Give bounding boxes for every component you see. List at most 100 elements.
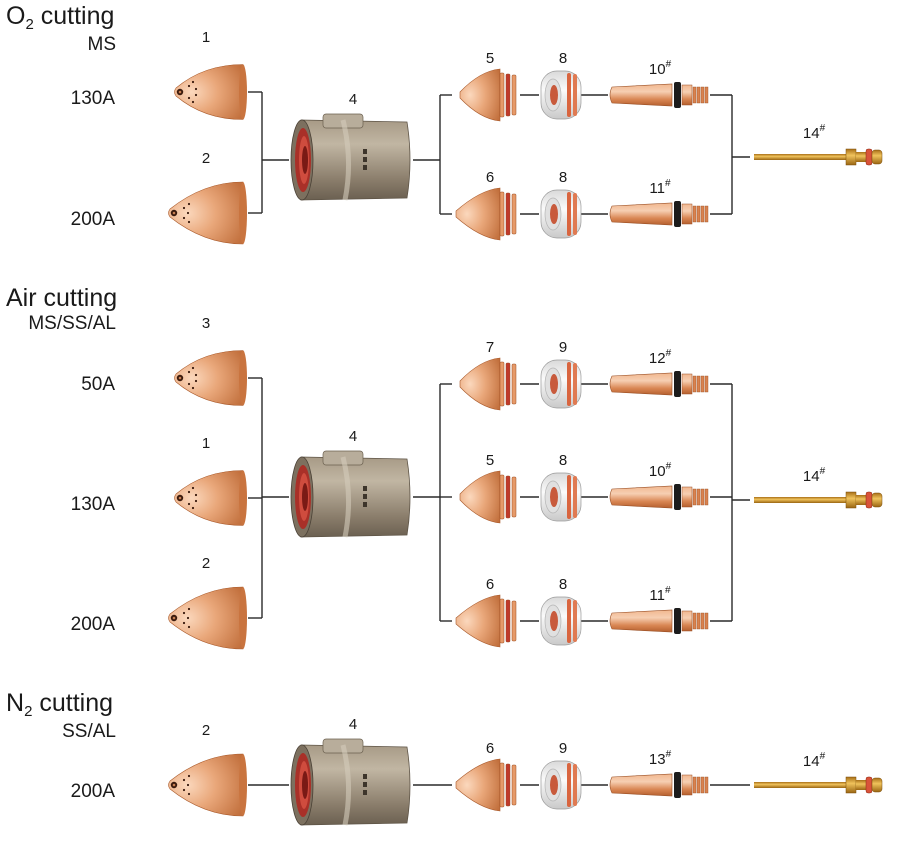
shield-number-number: 2 (202, 150, 210, 167)
electrode-number-number: 12 (649, 350, 666, 367)
nozzle-number-number: 5 (486, 50, 494, 67)
section-title-rest: cutting (32, 689, 113, 717)
retaining-cap-number: 4 (349, 716, 357, 733)
nozzle-number: 6 (486, 576, 494, 593)
swirl-ring-number-number: 8 (559, 50, 567, 67)
swirl-ring-number-number: 8 (559, 576, 567, 593)
retaining-cap-icon (290, 450, 411, 538)
electrode-number: 13# (649, 749, 672, 768)
retaining-cap-number: 4 (349, 91, 357, 108)
electrode-number: 12# (649, 348, 672, 367)
amperage-label: 50A (81, 374, 115, 395)
swirl-ring-number: 9 (559, 339, 567, 356)
section-title-main: Air cutting (6, 284, 117, 312)
electrode-number: 10# (649, 461, 672, 480)
shield-number-number: 1 (202, 435, 210, 452)
retaining-cap-number-number: 4 (349, 428, 357, 445)
section-material: MS (88, 34, 117, 55)
nozzle-number: 5 (486, 452, 494, 469)
swirl-ring-icon (540, 70, 582, 120)
section-title-sub: 2 (25, 16, 33, 33)
electrode-number-mark: # (666, 348, 672, 359)
shield-number: 3 (202, 315, 210, 332)
section-title: N2 cutting (6, 689, 113, 720)
retaining-cap-icon (290, 113, 411, 201)
section-material: SS/AL (62, 721, 116, 742)
water-tube-number-mark: # (820, 466, 826, 477)
swirl-ring-icon (540, 596, 582, 646)
shield-number-number: 2 (202, 722, 210, 739)
swirl-ring-number-number: 8 (559, 452, 567, 469)
electrode-number-number: 11 (649, 587, 665, 604)
shield-number: 2 (202, 722, 210, 739)
electrode-number-mark: # (666, 461, 672, 472)
water-tube-number-mark: # (820, 751, 826, 762)
nozzle-number-number: 6 (486, 740, 494, 757)
nozzle-icon (455, 758, 517, 812)
nozzle-number: 6 (486, 740, 494, 757)
swirl-ring-icon (540, 472, 582, 522)
water-tube-icon (754, 148, 883, 166)
amperage-label: 200A (71, 209, 116, 230)
swirl-ring-number: 8 (559, 50, 567, 67)
water-tube-number-number: 14 (803, 125, 820, 142)
nozzle-number-number: 6 (486, 576, 494, 593)
nozzle-icon (459, 68, 517, 122)
shield-icon (174, 350, 247, 406)
section-title: Air cutting (6, 284, 117, 312)
retaining-cap-number-number: 4 (349, 716, 357, 733)
section-title-main: O (6, 2, 25, 30)
swirl-ring-icon (540, 760, 582, 810)
retaining-cap-icon (290, 738, 411, 826)
electrode-number-number: 13 (649, 751, 666, 768)
electrode-icon (609, 772, 709, 798)
shield-number: 1 (202, 29, 210, 46)
swirl-ring-number: 8 (559, 452, 567, 469)
electrode-number-mark: # (665, 585, 671, 596)
amperage-label: 130A (71, 494, 116, 515)
water-tube-number-mark: # (820, 123, 826, 134)
swirl-ring-number-number: 9 (559, 339, 567, 356)
retaining-cap-number-number: 4 (349, 91, 357, 108)
electrode-number-number: 11 (649, 180, 665, 197)
section-title: O2 cutting (6, 2, 114, 33)
nozzle-number-number: 5 (486, 452, 494, 469)
shield-icon (174, 64, 247, 120)
water-tube-number: 14# (803, 466, 826, 485)
shield-icon (168, 586, 247, 650)
water-tube-icon (754, 491, 883, 509)
amperage-label: 200A (71, 781, 116, 802)
shield-icon (174, 470, 247, 526)
amperage-label: 200A (71, 614, 116, 635)
swirl-ring-number-number: 9 (559, 740, 567, 757)
nozzle-icon (459, 357, 517, 411)
shield-number: 2 (202, 150, 210, 167)
nozzle-icon (459, 470, 517, 524)
electrode-number-mark: # (666, 749, 672, 760)
swirl-ring-icon (540, 189, 582, 239)
electrode-number-number: 10 (649, 61, 666, 78)
swirl-ring-icon (540, 359, 582, 409)
shield-icon (168, 753, 247, 817)
shield-number: 1 (202, 435, 210, 452)
nozzle-number: 6 (486, 169, 494, 186)
swirl-ring-number: 8 (559, 576, 567, 593)
shield-number-number: 3 (202, 315, 210, 332)
water-tube-number-number: 14 (803, 468, 820, 485)
electrode-number: 10# (649, 59, 672, 78)
section-title-rest: cutting (34, 2, 115, 30)
electrode-icon (609, 82, 709, 108)
nozzle-number-number: 6 (486, 169, 494, 186)
shield-number-number: 2 (202, 555, 210, 572)
electrode-icon (609, 201, 709, 227)
water-tube-number: 14# (803, 123, 826, 142)
section-material: MS/SS/AL (28, 313, 116, 334)
water-tube-number: 14# (803, 751, 826, 770)
electrode-number-number: 10 (649, 463, 666, 480)
electrode-icon (609, 608, 709, 634)
nozzle-icon (455, 594, 517, 648)
shield-number: 2 (202, 555, 210, 572)
section-title-main: N (6, 689, 24, 717)
amperage-label: 130A (71, 88, 116, 109)
